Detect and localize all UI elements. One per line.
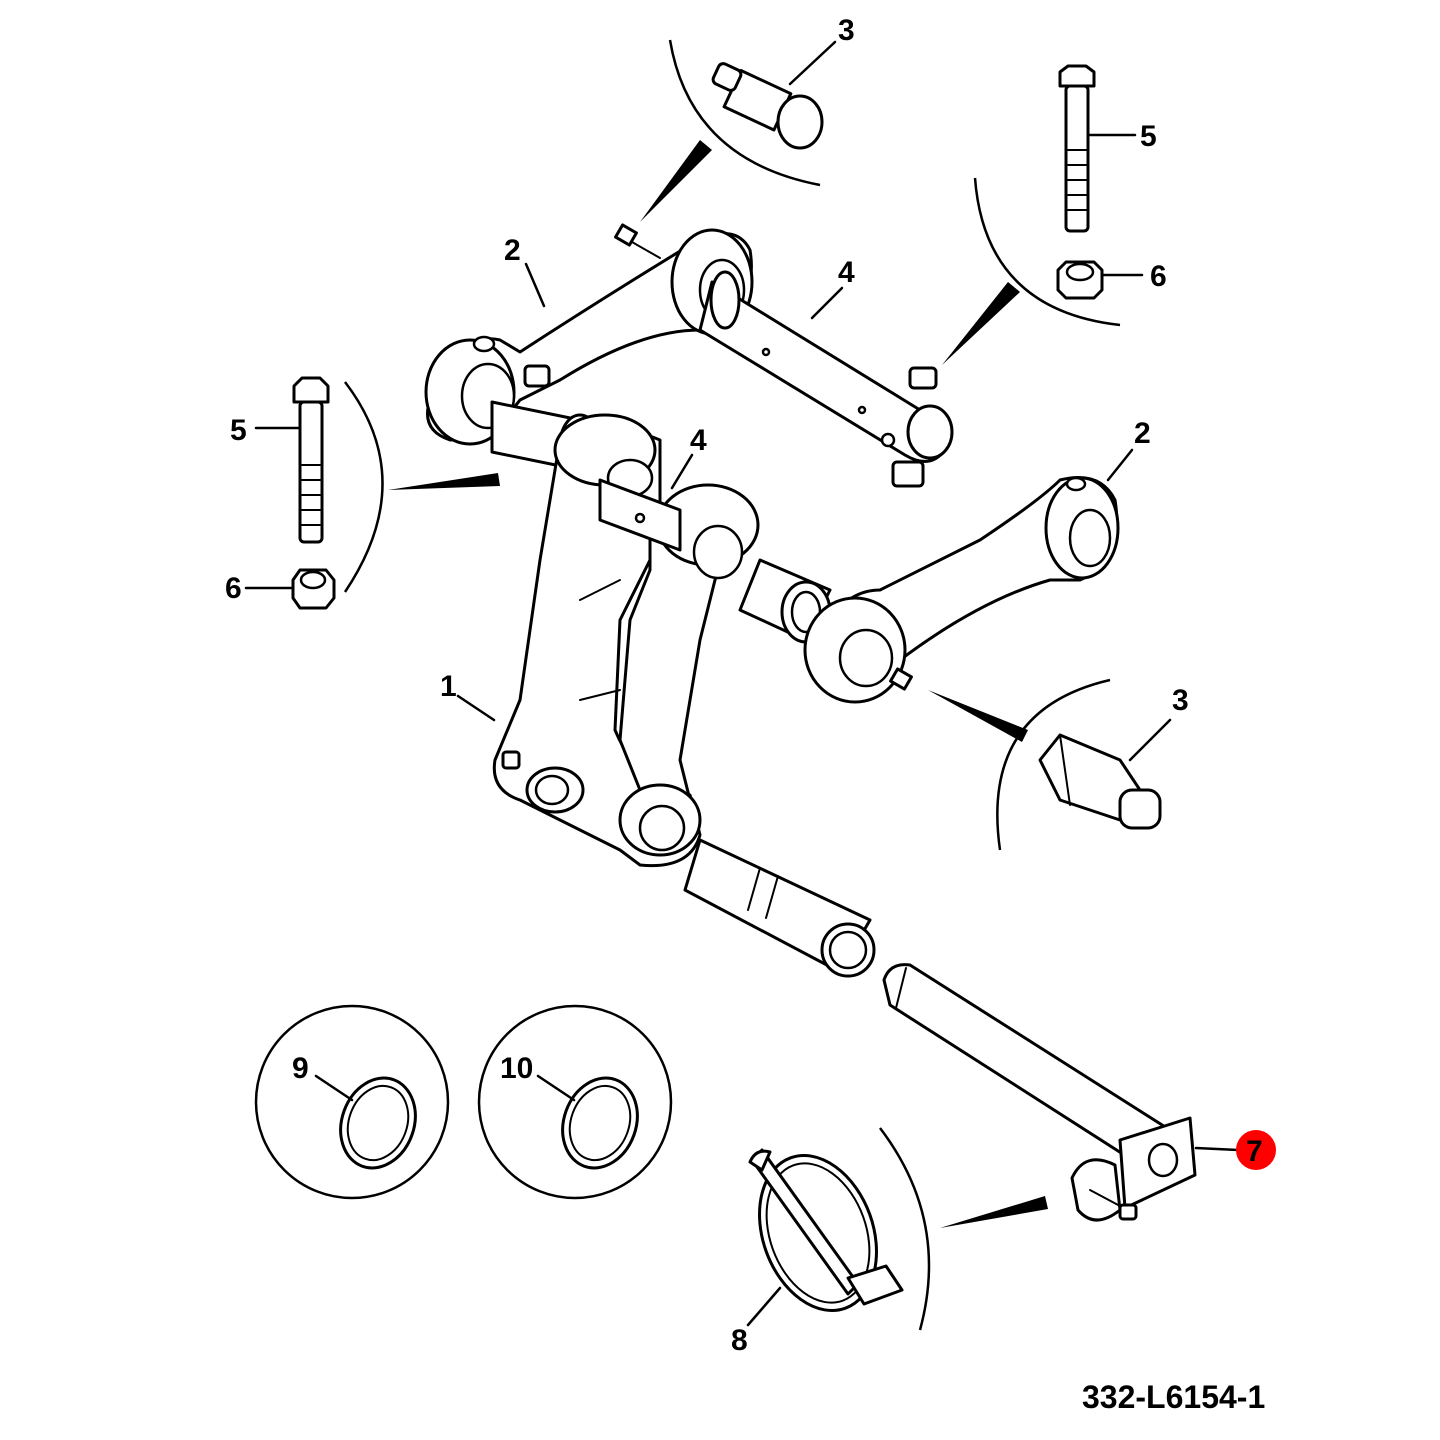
lower-link-arm bbox=[803, 476, 1120, 704]
grease-nipple-upper bbox=[614, 223, 661, 259]
detail-linch-pin bbox=[746, 1127, 1048, 1331]
middle-pivot-pin bbox=[598, 478, 682, 552]
callout-7-highlight bbox=[1236, 1130, 1276, 1170]
detail-grease-nipple-top bbox=[640, 39, 837, 222]
callout-6-left: 6 bbox=[225, 572, 242, 605]
linch-pin-detail-part bbox=[748, 1148, 904, 1312]
callout-2-top: 2 bbox=[504, 234, 521, 267]
callout-7: 7 bbox=[1246, 1135, 1263, 1168]
callout-4-top: 4 bbox=[838, 256, 855, 289]
main-frame bbox=[492, 413, 760, 868]
bolt-right-detail bbox=[1058, 64, 1096, 233]
lower-bush bbox=[683, 838, 876, 978]
grease-nipple-lower bbox=[889, 667, 913, 691]
callout-8: 8 bbox=[731, 1324, 748, 1357]
detail-seal-10 bbox=[477, 1004, 673, 1200]
grease-nipple-top-detail-part bbox=[711, 62, 824, 150]
callout-10: 10 bbox=[500, 1052, 533, 1085]
grease-nipple-right-detail-part bbox=[1038, 733, 1162, 830]
detail-bolt-nut-right bbox=[942, 64, 1144, 365]
main-pin bbox=[882, 963, 1197, 1210]
bolt-left-detail bbox=[292, 376, 330, 544]
callout-2-right: 2 bbox=[1134, 417, 1151, 450]
nut-left-detail bbox=[291, 568, 336, 610]
callout-5-right: 5 bbox=[1140, 120, 1157, 153]
detail-grease-nipple-right bbox=[928, 678, 1172, 851]
drawing-number: 332-L6154-1 bbox=[1082, 1379, 1265, 1415]
callout-3-top: 3 bbox=[838, 14, 855, 47]
linch-pin-mounted bbox=[1070, 1158, 1138, 1222]
callout-5-left: 5 bbox=[230, 414, 247, 447]
detail-seal-9 bbox=[254, 1004, 450, 1200]
callout-1: 1 bbox=[440, 670, 457, 703]
callout-6-right: 6 bbox=[1150, 260, 1167, 293]
bolt-upper-pin bbox=[891, 366, 938, 488]
callout-9: 9 bbox=[292, 1052, 309, 1085]
callout-4-mid: 4 bbox=[690, 424, 707, 457]
upper-link-arm bbox=[424, 228, 754, 446]
callout-3-right: 3 bbox=[1172, 684, 1189, 717]
nut-right-detail bbox=[1056, 260, 1104, 300]
upper-pivot-pin bbox=[698, 270, 954, 463]
detail-bolt-nut-left bbox=[244, 376, 500, 610]
